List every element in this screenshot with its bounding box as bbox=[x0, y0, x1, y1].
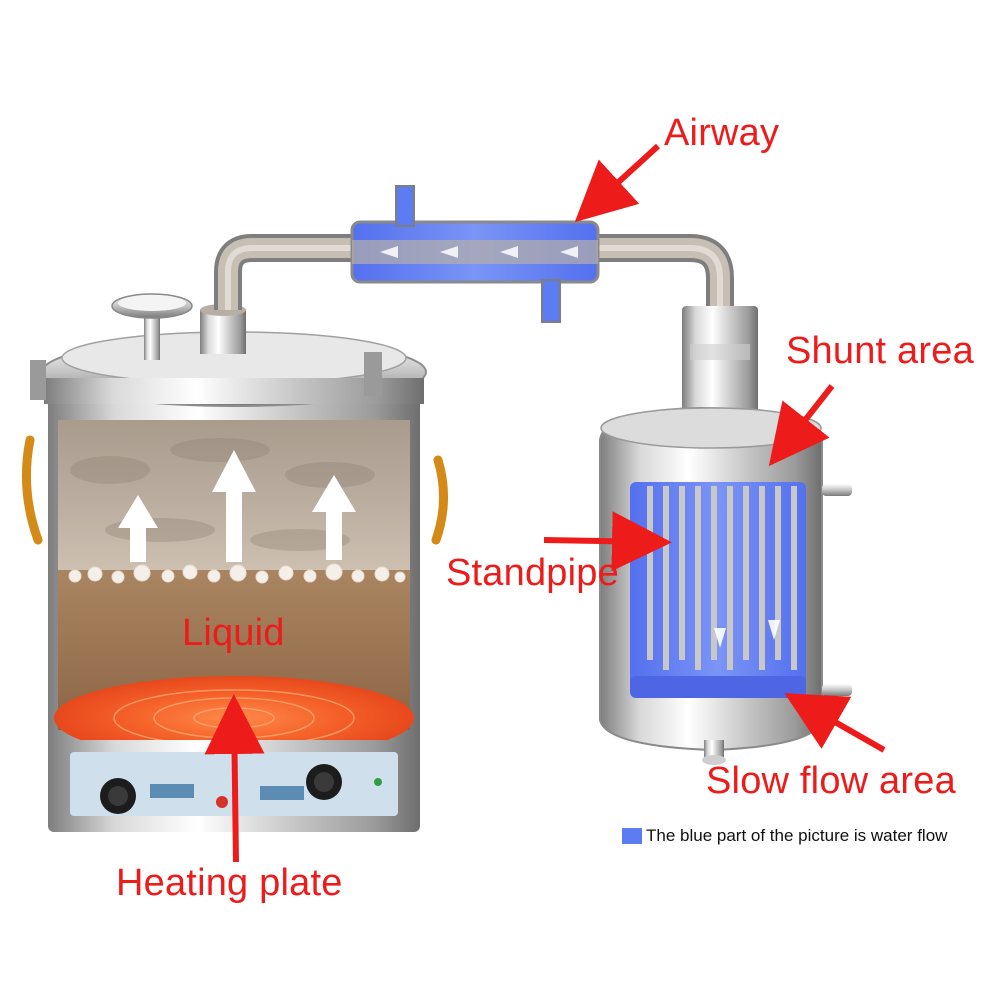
arrow-heating-plate bbox=[204, 694, 265, 863]
water-inlet bbox=[395, 185, 415, 227]
label-slow-flow-area: Slow flow area bbox=[706, 760, 956, 802]
steam-up-arrows bbox=[118, 450, 356, 562]
label-shunt-area: Shunt area bbox=[786, 330, 974, 372]
arrow-airway bbox=[574, 143, 661, 223]
label-airway: Airway bbox=[664, 112, 780, 154]
legend-text: The blue part of the picture is water fl… bbox=[646, 826, 948, 845]
water-outlet bbox=[541, 279, 561, 323]
arrow-standpipe bbox=[543, 511, 672, 572]
left-handle bbox=[21, 435, 43, 545]
airway-pipe bbox=[214, 185, 734, 330]
legend-swatch bbox=[622, 828, 642, 844]
right-handle bbox=[431, 455, 448, 545]
steam-outlet bbox=[200, 310, 246, 354]
bubbles bbox=[68, 563, 406, 584]
boiling-pot bbox=[21, 293, 448, 832]
arrow-shunt-area bbox=[768, 384, 835, 467]
condenser bbox=[599, 306, 852, 765]
arrow-slow-flow-area bbox=[784, 693, 886, 753]
legend: The blue part of the picture is water fl… bbox=[622, 826, 947, 846]
indicator-light bbox=[216, 796, 228, 808]
label-standpipe: Standpipe bbox=[446, 552, 619, 594]
label-heating-plate: Heating plate bbox=[116, 862, 343, 904]
label-liquid: Liquid bbox=[182, 612, 285, 654]
callout-arrows bbox=[204, 143, 886, 863]
